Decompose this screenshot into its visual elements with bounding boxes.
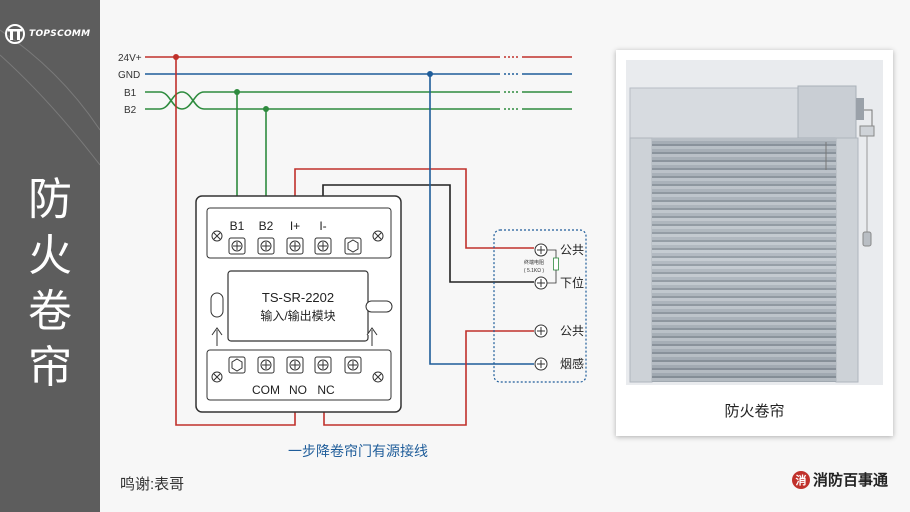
brand-text: 消防百事通 xyxy=(813,472,889,489)
wiring-diagram: 24V+ GND B1 B2 xyxy=(118,53,587,459)
terminal-label-nc: NC xyxy=(317,383,335,397)
terminal-label-iminus: I- xyxy=(319,219,326,233)
title-char: 帘 xyxy=(28,342,72,393)
topscomm-logo-icon xyxy=(5,24,25,44)
io-module xyxy=(195,195,402,413)
resistor-label: 终端电阻 xyxy=(524,259,544,266)
brand-logo: 消 消防百事通 xyxy=(792,469,888,490)
credit-text: 鸣谢:表哥 xyxy=(120,476,185,493)
terminal-label-no: NO xyxy=(289,383,307,397)
wire-24v-to-com xyxy=(175,57,296,426)
field-label-common2: 公共 xyxy=(560,324,584,338)
wire-gnd-to-smoke xyxy=(429,74,534,365)
terminal-label-b2: B2 xyxy=(259,219,274,233)
end-resistor-icon xyxy=(547,249,559,284)
bus-label-b2: B2 xyxy=(124,105,137,116)
field-label-common1: 公共 xyxy=(560,243,584,257)
photo-caption: 防火卷帘 xyxy=(724,403,785,420)
decorative-arcs xyxy=(0,29,100,166)
bus-label-b1: B1 xyxy=(124,88,137,99)
module-name: 输入/输出模块 xyxy=(260,308,335,323)
logo-text: TOPSCOMM xyxy=(29,29,91,39)
bus-label-gnd: GND xyxy=(118,70,140,81)
brand-icon: 消 xyxy=(792,470,810,489)
wire-iminus-to-down xyxy=(322,184,534,283)
wire-no-to-common xyxy=(323,330,534,426)
photo-card: 防火卷帘 xyxy=(616,50,893,436)
terminal-label-iplus: I+ xyxy=(290,219,300,233)
module-model: TS-SR-2202 xyxy=(262,290,334,305)
diagram-caption: 一步降卷帘门有源接线 xyxy=(288,443,428,459)
topscomm-logo: TOPSCOMM xyxy=(4,24,90,44)
title-char: 防 xyxy=(28,174,72,225)
title-char: 卷 xyxy=(28,286,72,337)
bus-b1-line xyxy=(145,91,572,110)
terminal-label-com: COM xyxy=(252,383,280,397)
bus-b2-line xyxy=(145,91,572,110)
terminal-label-b1: B1 xyxy=(230,219,245,233)
bus-label-24v: 24V+ xyxy=(118,53,142,64)
vertical-title: 防 火 卷 帘 xyxy=(0,172,100,396)
field-device-box xyxy=(493,229,587,383)
field-label-smoke: 烟感 xyxy=(560,356,584,371)
resistor-value: ( 5.1KΩ ) xyxy=(524,268,544,274)
title-char: 火 xyxy=(28,230,72,281)
rolling-shutter-illustration xyxy=(626,60,883,385)
wire-iplus-to-common xyxy=(294,168,534,249)
sidebar: TOPSCOMM 防 火 卷 帘 xyxy=(0,0,100,512)
field-label-down: 下位 xyxy=(560,275,584,290)
